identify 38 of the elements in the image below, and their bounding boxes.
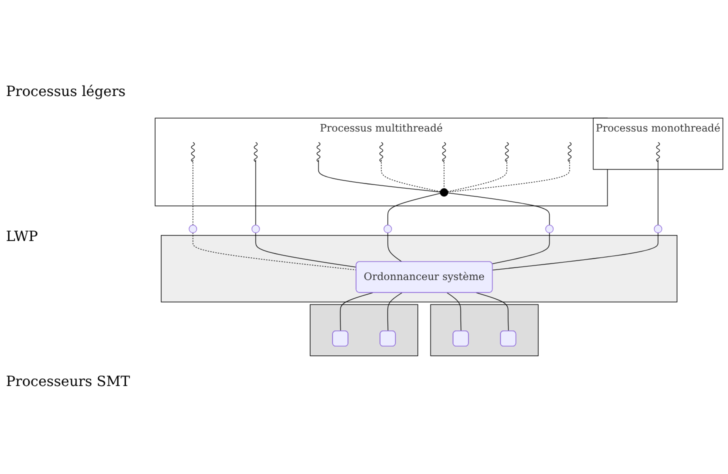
thread-icon: [656, 142, 660, 162]
connector: [446, 292, 462, 332]
connector: [492, 232, 658, 270]
thread-icon: [504, 142, 509, 162]
connector: [255, 159, 256, 226]
connector: [318, 159, 441, 192]
row-label: Processus légers: [6, 84, 127, 100]
connector: [476, 292, 509, 332]
node-circle: [188, 224, 198, 234]
row-label: Processeurs SMT: [6, 374, 131, 390]
cluster: [310, 304, 418, 356]
row-label: LWP: [6, 228, 39, 245]
node-circle: [440, 188, 448, 197]
connector: [380, 159, 441, 192]
connector: [448, 192, 550, 226]
thread-icon: [254, 142, 258, 162]
connector: [340, 292, 374, 332]
thread-icon: [316, 142, 320, 162]
node-circle: [384, 224, 392, 234]
connector: [492, 232, 550, 264]
connector: [387, 193, 441, 226]
node-circle: [654, 224, 662, 234]
connector: [192, 232, 357, 270]
node-circle: [545, 224, 554, 234]
cluster: [430, 304, 539, 356]
thread-icon: [191, 142, 195, 162]
connector: [387, 232, 402, 262]
cluster: Processus monothreadé: [592, 118, 724, 170]
connector: [448, 159, 508, 192]
connector: [192, 159, 194, 226]
connector: [255, 232, 357, 268]
connector: [387, 292, 402, 332]
node-circle: [252, 224, 260, 234]
thread-icon: [379, 142, 384, 162]
thread-icon: [568, 142, 572, 162]
cluster: [160, 235, 678, 302]
thread-icon: [442, 142, 446, 162]
connector: [448, 159, 570, 192]
